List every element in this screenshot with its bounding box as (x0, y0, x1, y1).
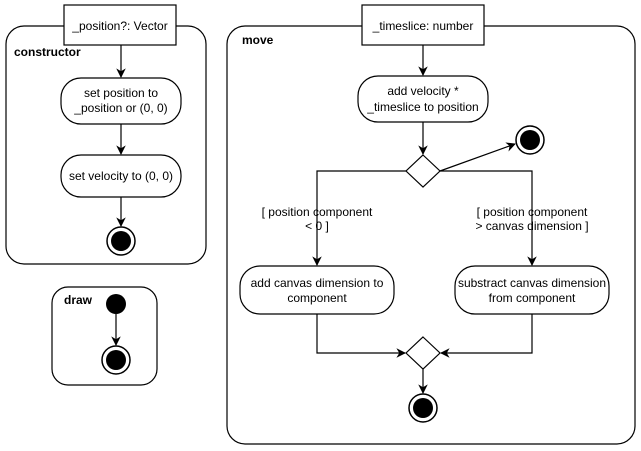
draw-final-node (106, 350, 126, 370)
constructor-final-node (111, 231, 131, 251)
move-frame-title: move (242, 33, 274, 47)
add-canvas-dimension-action (239, 265, 395, 315)
subtract-canvas-dimension-action (454, 265, 610, 315)
move-early-final-node (520, 130, 540, 150)
draw-frame-border (51, 286, 158, 386)
constructor-frame-border (5, 25, 207, 265)
decision-node (405, 154, 441, 188)
draw-frame-title: draw (64, 293, 93, 307)
edge-decision-to-early-final (439, 142, 516, 172)
move-final-node (413, 398, 433, 418)
add-velocity-label-line2: _timeslice to position (366, 100, 478, 114)
draw-initial-node (106, 294, 126, 314)
set-velocity-label: set velocity to (0, 0) (69, 169, 173, 183)
move-param-label: _timeslice: number (372, 19, 474, 33)
constructor-frame-title: constructor (14, 45, 81, 59)
add-velocity-label-line1: add velocity * (387, 84, 459, 98)
constructor-frame: constructor _position?: Vector set posit… (5, 4, 207, 265)
move-frame: move _timeslice: number add velocity * _… (226, 4, 636, 445)
set-position-label-line2: _position or (0, 0) (73, 101, 167, 115)
edge-add-canvas-to-merge (316, 314, 406, 358)
subtract-canvas-dimension-label-line1: substract canvas dimension (458, 276, 606, 290)
add-canvas-dimension-label-line1: add canvas dimension to (251, 276, 384, 290)
add-canvas-dimension-label-line2: component (287, 291, 347, 305)
subtract-canvas-dimension-label-line2: from component (489, 291, 576, 305)
draw-frame: draw (51, 286, 158, 386)
set-position-label-line1: set position to (84, 86, 158, 100)
constructor-param-label: _position?: Vector (71, 19, 167, 33)
add-velocity-action (357, 75, 489, 123)
constructor-param-box (63, 4, 177, 46)
edge-decision-to-subtract-canvas (440, 170, 537, 266)
edge-subtract-canvas-to-merge (440, 314, 533, 358)
edge-decision-to-add-canvas (312, 170, 406, 266)
